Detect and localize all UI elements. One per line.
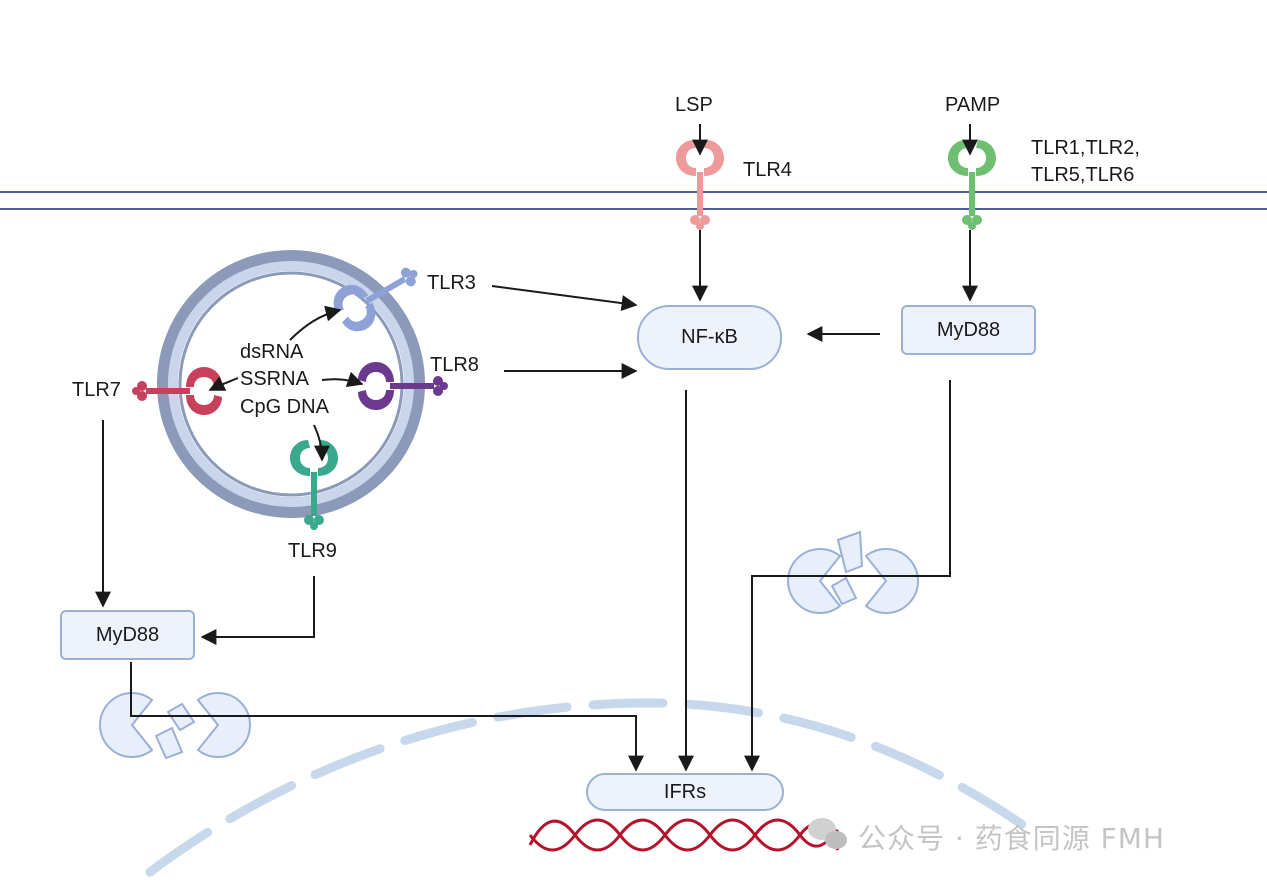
tlr5-6-label: TLR5,TLR6 bbox=[1031, 164, 1135, 186]
tlr8-label: TLR8 bbox=[430, 354, 479, 376]
plasma-membrane bbox=[0, 191, 1267, 210]
arrow-tlr9-to-myd88 bbox=[200, 576, 315, 645]
myd88-left-node: MyD88 bbox=[60, 610, 195, 660]
arrow-myd88-right-to-ifrs bbox=[744, 380, 951, 772]
tlr3-label: TLR3 bbox=[427, 272, 476, 294]
tlr1-2-label: TLR1,TLR2, bbox=[1031, 137, 1140, 159]
connector-arrows bbox=[95, 124, 978, 772]
tlr1-2-5-6-receptor-icon bbox=[948, 140, 996, 230]
ssrna-label: SSRNA bbox=[240, 368, 309, 390]
tlr4-label: TLR4 bbox=[743, 159, 792, 181]
arrow-ligand-to-tlr8 bbox=[321, 371, 364, 388]
cpg-dna-label: CpG DNA bbox=[240, 396, 329, 418]
pamp-label: PAMP bbox=[945, 94, 1001, 116]
arrow-myd88-left-to-ifrs bbox=[130, 662, 644, 772]
dna-helix-icon bbox=[528, 818, 840, 852]
tlr7-label: TLR7 bbox=[72, 379, 121, 401]
nfkb-node: NF-κB bbox=[637, 305, 782, 370]
arrow-ligand-to-tlr9 bbox=[313, 424, 330, 462]
dsrna-label: dsRNA bbox=[240, 341, 304, 363]
nuclear-envelope bbox=[145, 698, 1035, 877]
arrow-ligand-to-tlr7 bbox=[208, 376, 239, 391]
arrow-tlr3-to-nfkb bbox=[491, 285, 638, 312]
wechat-icon bbox=[808, 818, 847, 849]
complex-icon-left bbox=[99, 692, 251, 760]
myd88-right-node: MyD88 bbox=[901, 305, 1036, 355]
tlr9-label: TLR9 bbox=[288, 540, 337, 562]
complex-icon-right bbox=[787, 530, 919, 614]
ifrs-node: IFRs bbox=[586, 773, 784, 811]
arrow-ligand-to-tlr3 bbox=[289, 305, 342, 341]
lsp-label: LSP bbox=[675, 94, 713, 116]
watermark: 公众号 · 药食同源 FMH bbox=[858, 822, 1165, 855]
